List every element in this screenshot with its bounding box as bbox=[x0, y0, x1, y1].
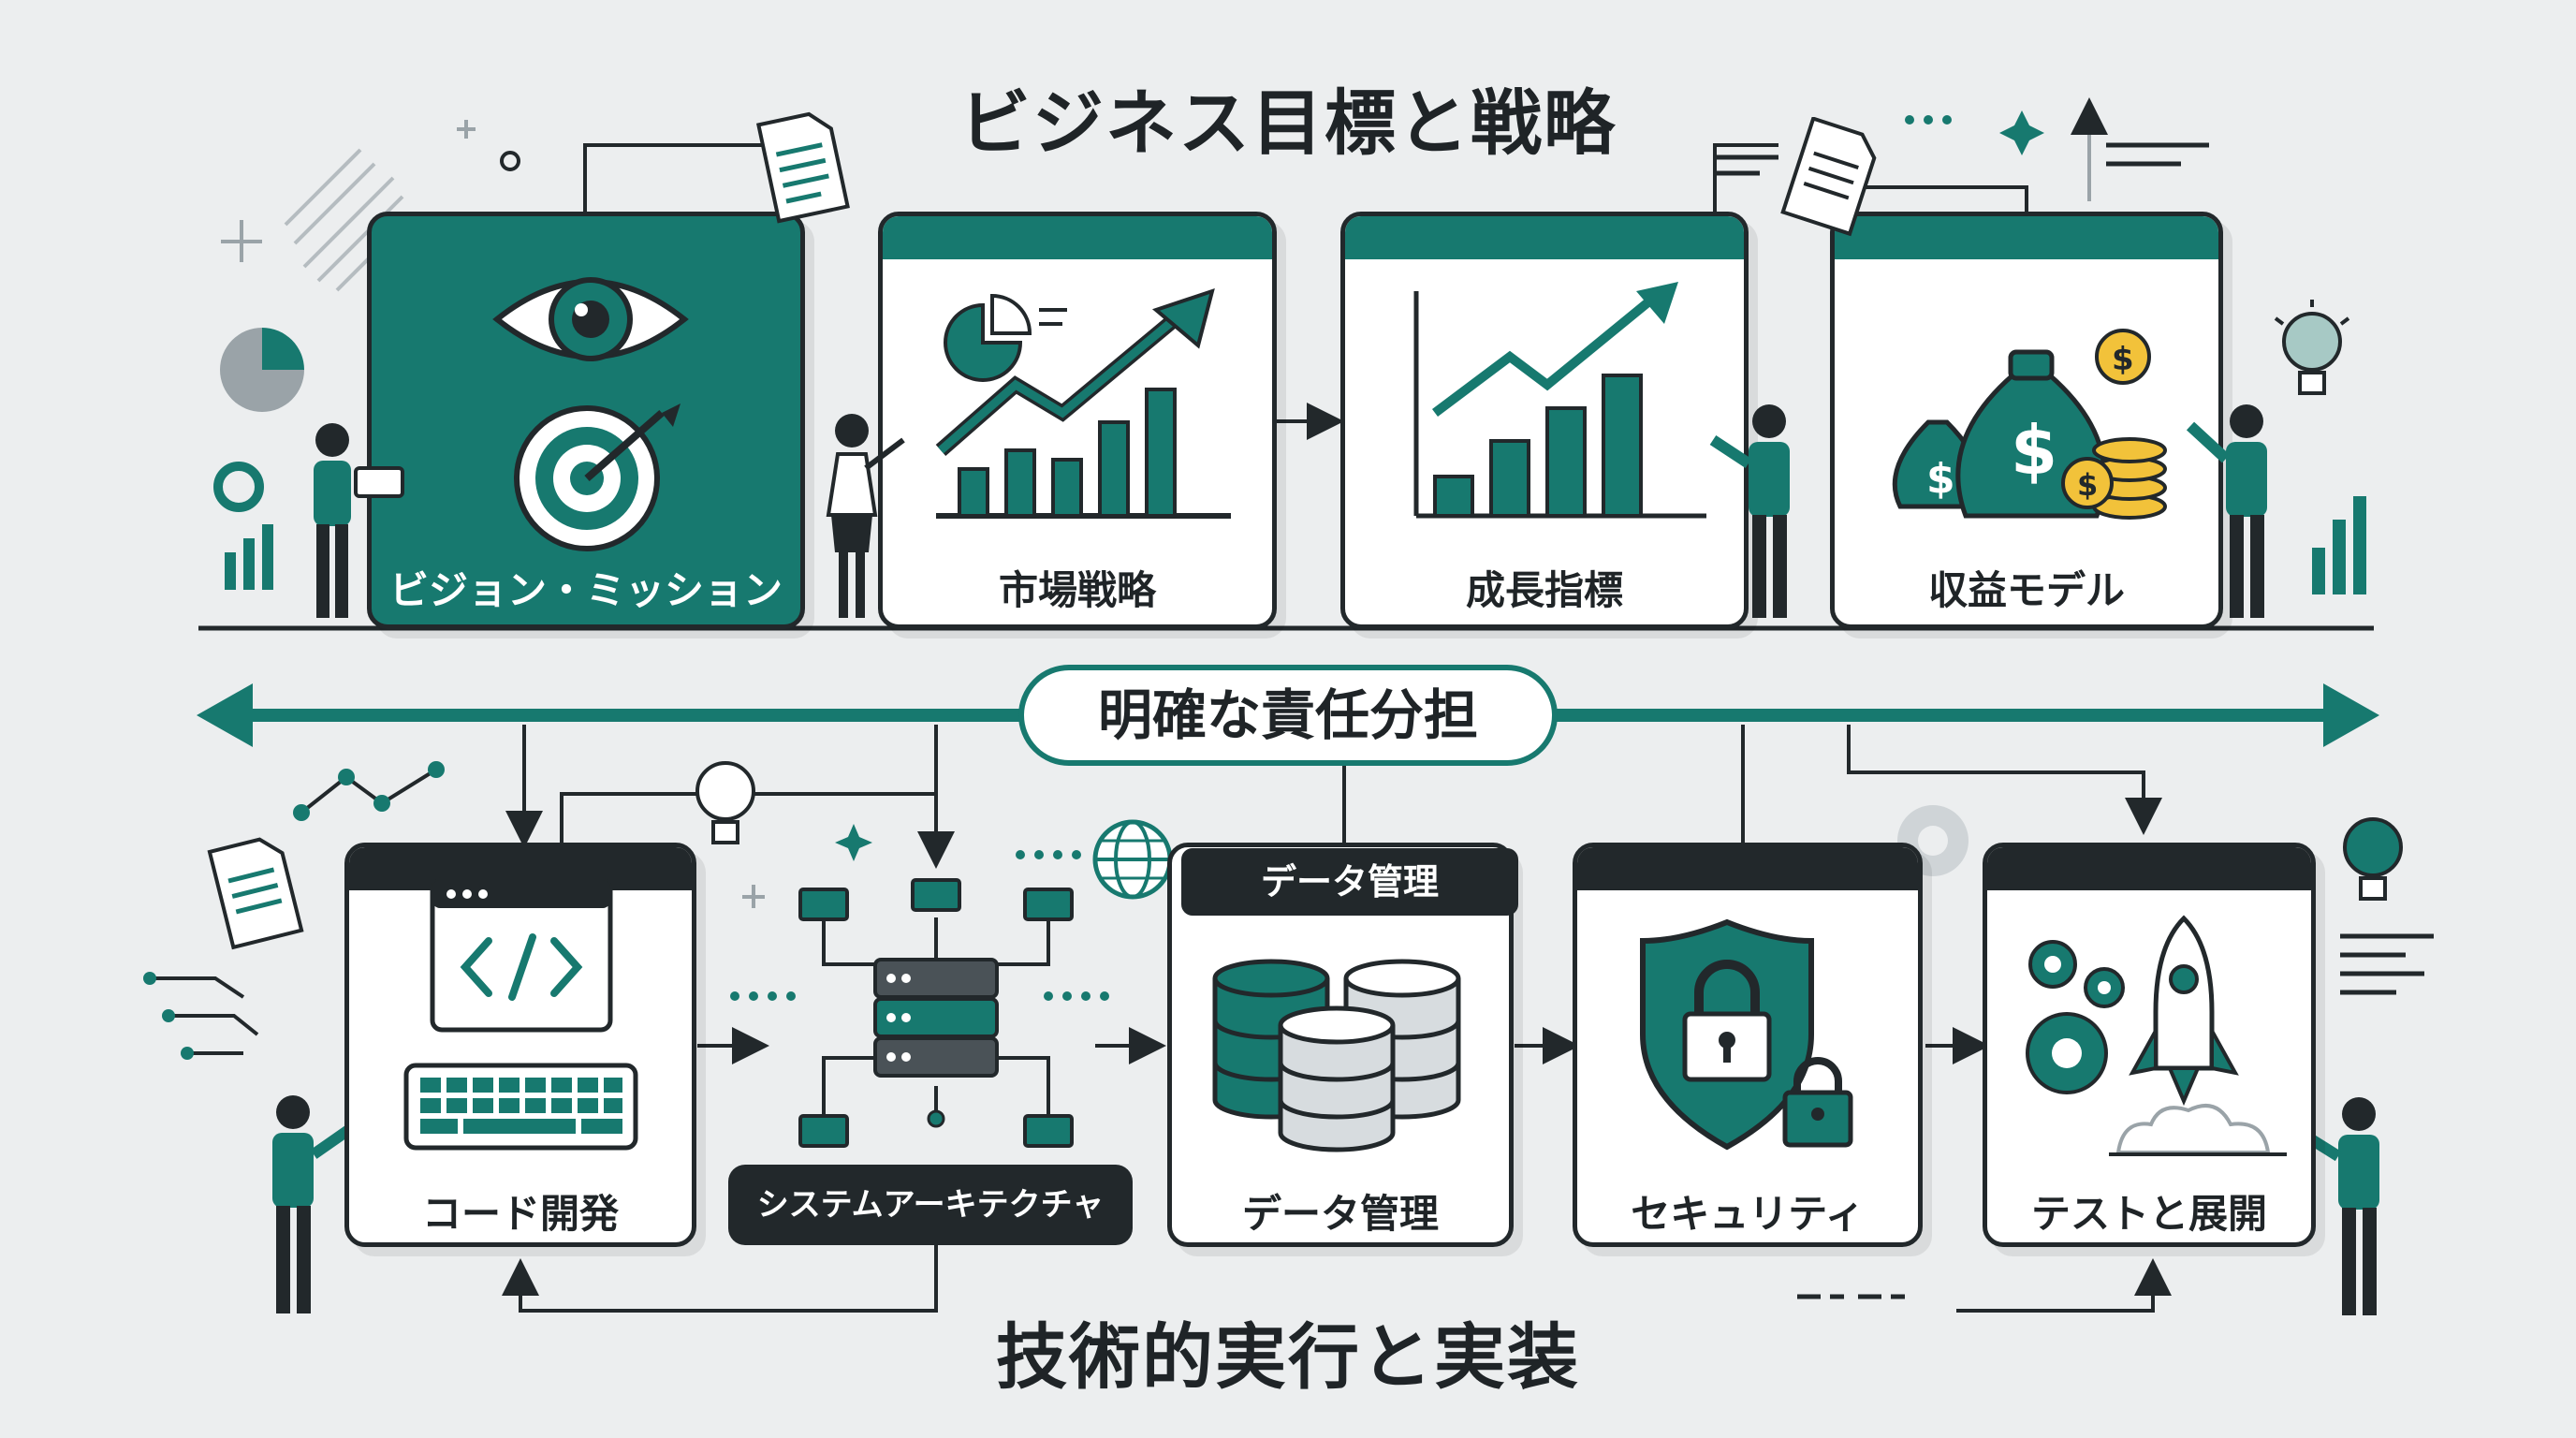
mini-bars-left bbox=[225, 524, 273, 590]
database-icon bbox=[1212, 959, 1461, 1152]
data-management-label: データ管理 bbox=[1241, 1191, 1439, 1237]
card-header-bar bbox=[883, 216, 1272, 259]
mini-bars-right bbox=[2312, 496, 2366, 594]
code-window-icon bbox=[430, 877, 613, 1033]
lightbulb-icon bbox=[2343, 817, 2403, 901]
technical-execution-title: 技術的実行と実装 bbox=[996, 1315, 1580, 1399]
growth-metrics-card[interactable]: 成長指標 bbox=[1340, 212, 1749, 629]
vision-mission-card[interactable]: ビジョン・ミッション bbox=[367, 212, 805, 629]
card-header-bar bbox=[1577, 847, 1918, 890]
money-bag-icon: $ $ $ $ bbox=[1892, 329, 2167, 520]
market-strategy-card[interactable]: 市場戦略 bbox=[878, 212, 1277, 629]
keyboard-icon bbox=[403, 1063, 638, 1151]
pie-icon bbox=[220, 328, 304, 412]
business-goals-title: ビジネス目標と戦略 bbox=[959, 81, 1617, 165]
gear-icon bbox=[2026, 940, 2125, 1094]
svg-text:$: $ bbox=[2077, 467, 2098, 503]
card-header-bar bbox=[1987, 847, 2311, 890]
system-architecture-label[interactable]: システムアーキテクチャ bbox=[728, 1165, 1133, 1245]
testing-deployment-card[interactable]: テストと展開 bbox=[1983, 843, 2316, 1247]
target-icon bbox=[514, 404, 681, 551]
svg-text:$: $ bbox=[2011, 411, 2057, 490]
svg-text:$: $ bbox=[2112, 341, 2134, 378]
security-card[interactable]: セキュリティ bbox=[1573, 843, 1923, 1247]
security-label: セキュリティ bbox=[1631, 1191, 1865, 1237]
person-figure bbox=[2290, 1097, 2379, 1315]
bar-chart-icon bbox=[1413, 282, 1706, 519]
card-header-bar bbox=[1835, 216, 2218, 259]
lightbulb-icon bbox=[2274, 300, 2350, 395]
person-figure bbox=[272, 1095, 358, 1313]
svg-text:$: $ bbox=[1926, 455, 1955, 503]
rising-chart-icon bbox=[935, 287, 1231, 519]
person-figure bbox=[2186, 404, 2267, 618]
decor-dots bbox=[730, 115, 1952, 1001]
vision-mission-label: ビジョン・ミッション bbox=[388, 567, 783, 613]
document-icon bbox=[755, 111, 850, 224]
person-figure bbox=[826, 414, 905, 618]
lightbulb-icon bbox=[695, 761, 755, 844]
revenue-model-label: 収益モデル bbox=[1927, 567, 2125, 613]
responsibility-pill: 明確な責任分担 bbox=[1018, 665, 1558, 766]
document-icon bbox=[1780, 117, 1877, 237]
data-management-header: データ管理 bbox=[1181, 848, 1518, 916]
testing-deployment-label: テストと展開 bbox=[2030, 1191, 2267, 1237]
card-header-bar bbox=[1345, 216, 1744, 259]
eye-icon bbox=[492, 277, 689, 361]
growth-metrics-label: 成長指標 bbox=[1465, 567, 1623, 613]
rocket-icon bbox=[2109, 915, 2287, 1156]
person-figure bbox=[1709, 404, 1790, 618]
shield-lock-icon bbox=[1640, 918, 1853, 1151]
code-development-label: コード開発 bbox=[421, 1191, 619, 1237]
code-development-card[interactable]: コード開発 bbox=[344, 843, 696, 1247]
server-network-icon bbox=[798, 878, 1074, 1148]
document-icon bbox=[207, 837, 304, 950]
person-figure bbox=[314, 423, 404, 618]
revenue-model-card[interactable]: $ $ $ $ 収益モデル bbox=[1830, 212, 2223, 629]
market-strategy-label: 市場戦略 bbox=[998, 567, 1156, 613]
